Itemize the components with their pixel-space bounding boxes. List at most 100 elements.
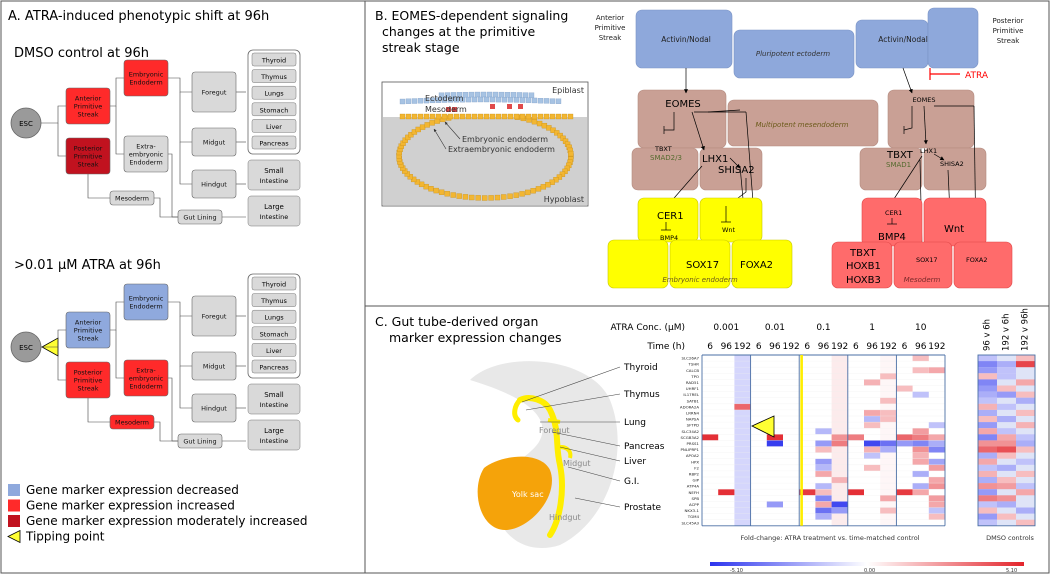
organ-label: Thyroid	[261, 281, 286, 289]
heatmap-cell	[928, 477, 945, 484]
dmso-cell	[978, 403, 997, 410]
dmso-cell	[997, 373, 1016, 380]
heatmap-cell	[912, 483, 929, 490]
lineage-label: Extra-	[136, 367, 156, 375]
posterior-signaling-network: EOMES TBXT SMAD1 LHX1 SHISA2	[886, 67, 979, 249]
dmso-cell	[1016, 434, 1035, 441]
dmso-cell	[1016, 409, 1035, 416]
panel-b: B. EOMES-dependent signaling changes at …	[375, 7, 1024, 289]
embryonic-endoderm-caption: Embryonic endoderm	[662, 276, 738, 284]
anterior-label-2: Primitive	[595, 24, 626, 32]
dmso-cell	[978, 513, 997, 520]
dmso-cell	[1016, 483, 1035, 490]
concentration-header: 0.001	[713, 323, 739, 333]
concentration-header: 0.01	[765, 323, 785, 333]
smad1-label: SMAD1	[886, 161, 911, 169]
lineage-label: Endoderm	[129, 383, 162, 391]
heatmap-cell	[928, 440, 945, 447]
extraembryonic-endoderm-label: Extraembryonic endoderm	[448, 145, 555, 154]
organ-node	[251, 119, 297, 133]
gene-label: RAD51	[686, 380, 700, 385]
dmso-cell	[1016, 446, 1035, 453]
dmso-cell	[978, 483, 997, 490]
lineage-label: Endoderm	[129, 159, 162, 167]
midgut-label: Midgut	[563, 459, 591, 468]
dmso-column-header: 192 v 6h	[1002, 314, 1012, 351]
organ-callouts: ThyroidThymusLungPancreasLiverG.I.Prosta…	[521, 363, 665, 513]
lineage-label: Primitive	[74, 153, 103, 161]
heatmap-cell	[928, 367, 945, 374]
heatmap-cell	[815, 489, 832, 496]
gene-label: PNLIPRP1	[681, 447, 700, 452]
lineage-node	[191, 295, 237, 337]
foxa2-posterior: FOXA2	[966, 256, 987, 264]
posterior-label-2: Primitive	[993, 27, 1024, 35]
organ-callout-label: Liver	[624, 457, 646, 467]
organ-label: Pancreas	[259, 140, 289, 148]
heatmap-cell	[815, 440, 832, 447]
lineage-label: Midgut	[203, 139, 226, 147]
organ-callout-label: G.I.	[624, 477, 639, 487]
embryonic-endoderm-blocks: CER1 BMP4 Wnt SOX17 FOXA2 Embryonic endo…	[607, 197, 793, 289]
time-header: 6	[756, 342, 762, 352]
primitive-streak-inset: Epiblast Hypoblast Ectoderm Mesoderm Emb…	[381, 81, 589, 207]
dmso-cell	[978, 379, 997, 386]
lineage-label: embryonic	[129, 151, 164, 159]
organ-label: Thymus	[260, 73, 287, 81]
heatmap-cell	[880, 373, 897, 380]
lineage-label: Streak	[78, 335, 99, 343]
dmso-cell	[997, 452, 1016, 459]
gene-label: ATP4A	[687, 484, 700, 489]
color-scale-bar	[710, 562, 1024, 566]
gene-label: SCGB3A2	[681, 435, 700, 440]
heatmap-cell	[815, 483, 832, 490]
time-header: 96	[818, 342, 830, 352]
dmso-cell	[978, 409, 997, 416]
dmso-cell	[1016, 519, 1035, 526]
lineage-node	[123, 359, 169, 397]
organ-label: Thyroid	[261, 57, 286, 65]
dmso-cell	[978, 495, 997, 502]
heatmap-cell	[815, 501, 832, 508]
cer1-anterior: CER1	[657, 211, 684, 222]
organ-label: Pancreas	[259, 364, 289, 372]
organ-node	[251, 85, 297, 100]
fold-change-caption: Fold-change: ATRA treatment vs. time-mat…	[741, 534, 920, 542]
anterior-signaling-network: EOMES TBXT SMAD2/3 LHX1 SHISA2	[650, 68, 758, 241]
heatmap-cell	[847, 489, 864, 496]
legend-swatch	[8, 484, 20, 496]
lineage-label: Primitive	[74, 327, 103, 335]
gene-label: UHRF1	[686, 386, 700, 391]
time-header: 192	[831, 342, 848, 352]
lineage-label: Embryonic	[129, 295, 164, 303]
atra-conc-label: ATRA Conc. (µM)	[610, 323, 685, 333]
tbxt-anterior: TBXT	[654, 145, 672, 153]
inset-cell-layers	[396, 91, 574, 201]
dmso-cell	[978, 464, 997, 471]
lineage-label: Primitive	[74, 103, 103, 111]
dmso-cell	[1016, 440, 1035, 447]
gut-tube-illustration: Yolk sac Foregut Midgut Hindgut ThyroidT…	[470, 361, 665, 549]
hoxb1-label: HOXB1	[846, 261, 881, 272]
heatmap-cell	[831, 440, 848, 447]
dmso-cell	[978, 416, 997, 423]
organ-label: Small	[264, 167, 283, 175]
concentration-header: 1	[869, 323, 875, 333]
heatmap-cell	[912, 440, 929, 447]
smad23-label: SMAD2/3	[650, 154, 682, 162]
organ-label: Lungs	[264, 314, 284, 322]
dmso-cell	[1016, 355, 1035, 362]
epiblast-label: Epiblast	[552, 86, 584, 95]
time-header: 96	[769, 342, 781, 352]
heatmap-cell	[928, 422, 945, 429]
hoxb3-label: HOXB3	[846, 275, 881, 286]
organ-node	[251, 69, 297, 83]
gene-label: TPO	[690, 374, 699, 379]
heatmap-cell	[928, 513, 945, 520]
dmso-cell	[978, 477, 997, 484]
heatmap-cell	[766, 434, 783, 441]
tipping-point-marker	[751, 415, 775, 438]
gene-label: SPB	[692, 496, 700, 501]
lineage-node	[65, 137, 111, 175]
